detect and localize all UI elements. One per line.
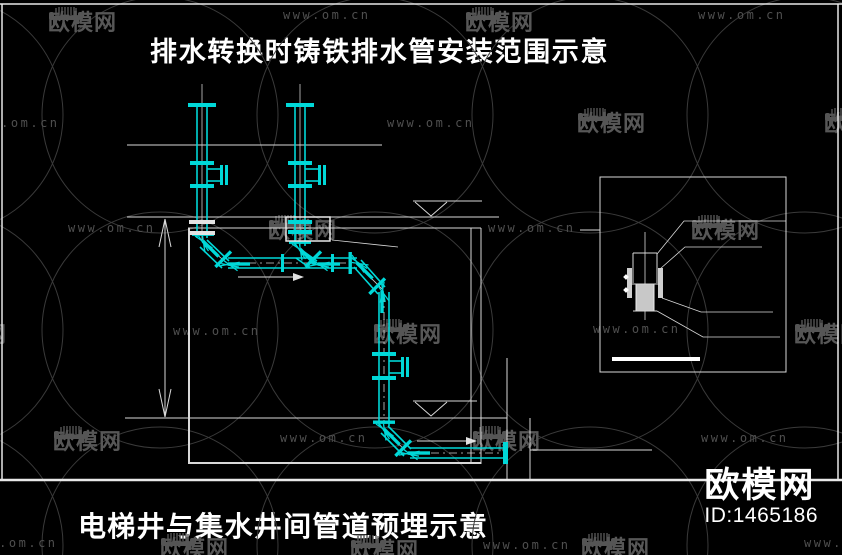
datum-symbol-upper — [413, 200, 482, 217]
watermark-url: www.om.cn — [593, 322, 681, 336]
pipe-riser-right — [286, 103, 326, 246]
flow-arrow-lower — [417, 437, 477, 445]
watermark-url: www.om.cn — [698, 8, 786, 22]
page-title-top: 排水转换时铸铁排水管安装范围示意 — [150, 37, 610, 67]
page-title-bottom: 电梯井与集水井间管道预埋示意 — [78, 511, 489, 542]
watermark-logo: 欧模网 — [691, 213, 760, 245]
sofa-icon — [692, 215, 726, 232]
watermark-logo: 欧模网 — [48, 5, 117, 37]
exit-pipe — [410, 442, 508, 464]
sofa-icon — [795, 319, 829, 336]
brand-logo-text: 欧模网 — [704, 466, 816, 505]
watermark-url: www.om.cn — [483, 538, 571, 552]
datum-symbol-lower — [413, 400, 477, 417]
scale-bar — [612, 357, 700, 361]
dimension-line — [158, 218, 172, 418]
sleeve-wall — [627, 268, 632, 298]
elevator-pit-outline — [188, 227, 482, 464]
tee-branch — [389, 357, 409, 377]
drawing-frame — [0, 3, 842, 482]
sofa-icon — [578, 108, 612, 125]
watermark-url: www.om.cn — [804, 536, 842, 550]
brand-id-number: ID:1465186 — [704, 504, 818, 527]
sofa-icon — [161, 533, 195, 550]
watermark-url: www.om.cn — [0, 116, 60, 130]
flow-arrow-upper — [238, 273, 304, 281]
watermark-url: www.om.cn — [173, 324, 261, 338]
watermark-url: www.om.cn — [0, 536, 58, 550]
sleeve-wall — [658, 268, 663, 298]
detail-leader-lines — [656, 220, 786, 338]
tee-branch — [207, 165, 228, 185]
watermark-logo: 欧模网 — [350, 533, 419, 555]
watermark-url: www.om.cn — [387, 116, 475, 130]
watermark-logo: 欧模网 — [581, 531, 650, 555]
sump-wall-lines — [506, 358, 652, 479]
sofa-icon — [54, 426, 88, 443]
pipe-elbow — [191, 231, 221, 259]
sleeve-detail-box — [599, 176, 787, 373]
leader-line — [331, 239, 399, 248]
pipe-section — [635, 283, 655, 312]
drop-pipe — [372, 292, 409, 426]
watermark-logo: 欧模网 — [794, 317, 842, 349]
wall-sleeve-box — [285, 216, 331, 242]
pipe-runs — [199, 239, 508, 464]
watermark-url: www.om.cn — [701, 431, 789, 445]
slab-crossing-left — [189, 220, 215, 235]
watermark-logo: 欧模网 — [160, 531, 229, 555]
sofa-icon — [49, 7, 83, 24]
watermark-logo: 欧模网 — [53, 424, 122, 456]
watermark-logo: 欧模网 — [465, 5, 534, 37]
brand-badge: 欧模网 ID:1465186 — [704, 468, 818, 528]
sofa-icon — [374, 319, 408, 336]
tee-branch — [305, 165, 326, 185]
sofa-icon — [351, 535, 385, 552]
pipe-elbow — [372, 419, 402, 447]
pipe-network — [188, 84, 508, 474]
pipe-wye — [303, 245, 343, 285]
watermark-logo-text: 欧模网 — [0, 317, 7, 349]
watermark-url: www.om.cn — [488, 221, 576, 235]
end-flange — [503, 442, 508, 464]
watermark-logo: 欧模网 — [577, 106, 646, 138]
pipe-elbow — [363, 276, 403, 316]
sofa-icon — [582, 533, 616, 550]
sofa-icon — [473, 426, 507, 443]
watermark-url: www.om.cn — [283, 8, 371, 22]
watermark-url: www.om.cn — [280, 431, 368, 445]
watermark-url: www.om.cn — [68, 221, 156, 235]
sofa-icon — [466, 7, 500, 24]
watermark-logo: 欧模网 — [0, 317, 7, 349]
pipe-riser-left — [188, 103, 228, 238]
